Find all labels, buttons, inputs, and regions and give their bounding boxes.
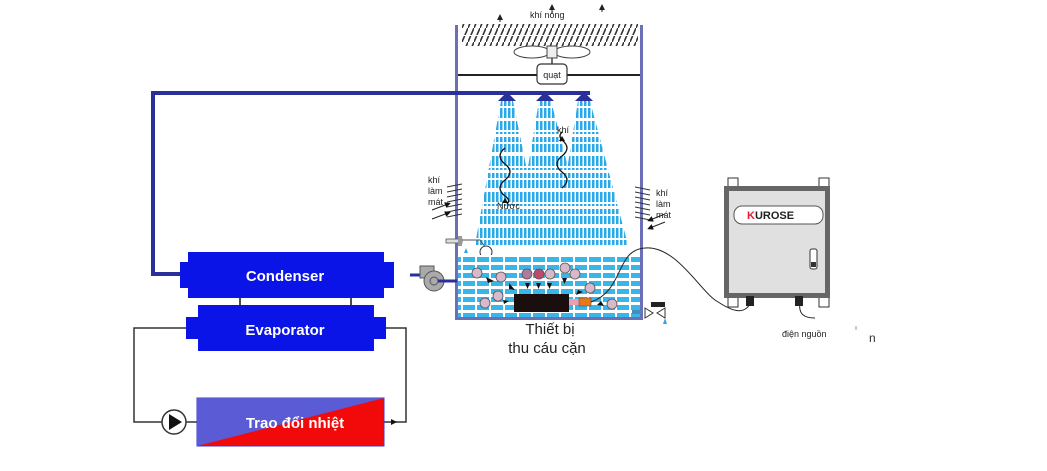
cooling-air-left-line3: mát <box>428 197 444 207</box>
water-label: Nước <box>497 201 520 211</box>
particle-flow-arrows <box>486 277 604 306</box>
nozzle-icon <box>498 92 516 101</box>
fan-motor <box>536 63 568 85</box>
fan-icon <box>513 45 591 65</box>
drain-valve-icon <box>632 302 667 324</box>
air-label: khí <box>557 125 570 135</box>
brand-prefix: K <box>747 210 755 222</box>
condenser-water-pipe <box>151 91 590 276</box>
water-flow-arrow <box>499 147 511 205</box>
evaporator-label: Evaporator <box>245 322 324 339</box>
evaporator-unit <box>186 305 386 351</box>
arrow-up-icon <box>549 4 555 10</box>
air-inlet-louver-right <box>634 186 666 230</box>
chilled-water-pipe <box>133 327 186 423</box>
hot-air-label: khí nóng <box>530 10 565 20</box>
collector-connector <box>569 299 579 305</box>
cooling-air-left-line1: khí <box>428 175 441 185</box>
collector-label-line1: Thiết bị <box>525 321 574 338</box>
heat-exchanger-label: Trao đổi nhiệt <box>246 415 344 432</box>
collector-cable <box>590 247 753 312</box>
kurose-controller <box>724 177 830 308</box>
power-label: điện nguồn <box>782 329 827 339</box>
cooling-air-right-line1: khí <box>656 188 669 198</box>
tower-walls <box>455 25 643 320</box>
scale-particles <box>471 262 618 310</box>
circulation-pump-icon <box>161 409 187 435</box>
controller-brand: KUROSE <box>747 210 794 222</box>
condenser-label: Condenser <box>246 268 325 285</box>
air-flow-arrow <box>556 131 568 189</box>
stray-text: n <box>869 331 876 345</box>
nozzle-icon <box>575 92 593 101</box>
hot-air-arrows <box>497 4 605 22</box>
cooling-air-right-line3: mát <box>656 210 672 220</box>
drift-eliminator-top <box>462 24 638 35</box>
brand-rest: UROSE <box>755 210 794 222</box>
condenser-unit <box>180 252 394 298</box>
fan-label: quạt <box>543 70 561 80</box>
arrow-up-icon <box>599 4 605 10</box>
collector-plug <box>578 297 592 307</box>
cooling-air-left-line2: làm <box>428 186 443 196</box>
cooling-air-right-line2: làm <box>656 199 671 209</box>
spray-nozzles <box>498 92 593 101</box>
pump-icon <box>419 265 445 292</box>
drift-eliminator-bottom <box>462 36 638 46</box>
water-spray <box>470 101 635 245</box>
air-inlet-louver-left <box>431 183 463 220</box>
arrow-up-icon <box>497 14 503 20</box>
nozzle-icon <box>536 92 554 101</box>
scale-collector-device <box>514 294 569 312</box>
collector-label-line2: thu cáu cặn <box>508 340 586 357</box>
heat-exchanger <box>196 397 385 447</box>
